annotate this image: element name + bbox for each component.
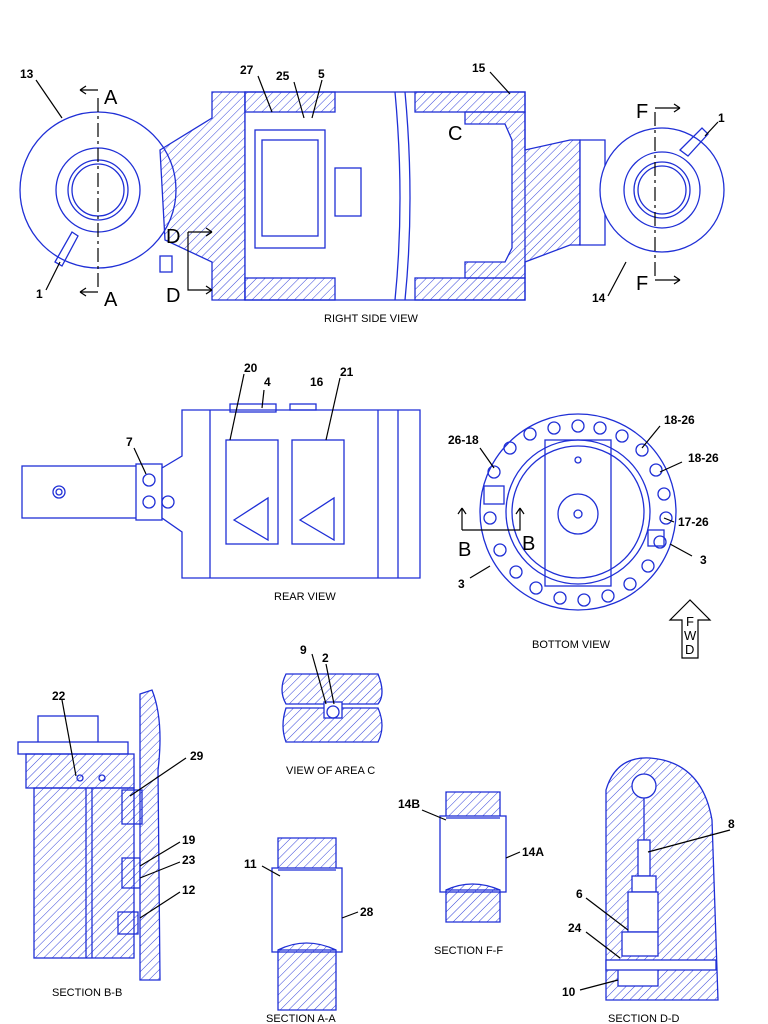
section-letters-bottom: B B [458, 533, 535, 561]
caption-view-of-area-c: VIEW OF AREA C [286, 765, 375, 777]
callout-label: 14A [522, 845, 544, 859]
fwd-letter: F [686, 614, 694, 629]
callout-label: 3 [458, 577, 465, 591]
callout-label: 28 [360, 905, 374, 919]
section-bb [17, 689, 187, 981]
callout-label: 8 [728, 817, 735, 831]
callout-label: 7 [126, 435, 133, 449]
callout-label: 14 [592, 291, 606, 305]
callout-label: 19 [182, 833, 196, 847]
section-letter: D [166, 285, 180, 307]
callout-label: 21 [340, 365, 354, 379]
section-letter: A [104, 289, 118, 311]
callouts-section-bb: 22 29 19 23 12 [52, 689, 204, 897]
section-letter: B [522, 533, 535, 555]
callout-label: 23 [182, 853, 196, 867]
section-letter: F [636, 273, 648, 295]
callouts-right-side: 13 27 25 5 15 1 1 14 [20, 61, 725, 305]
section-aa [261, 837, 359, 1011]
decal-left [225, 439, 279, 545]
callout-label: 3 [700, 553, 707, 567]
view-of-area-c [281, 653, 383, 743]
callout-label: 1 [36, 287, 43, 301]
callout-label: 26-18 [448, 433, 479, 447]
callout-label: 6 [576, 887, 583, 901]
callout-label: 4 [264, 375, 271, 389]
section-letter: F [636, 101, 648, 123]
callout-label: 29 [190, 749, 204, 763]
callout-label: 2 [322, 651, 329, 665]
caption-section-dd: SECTION D-D [608, 1013, 680, 1024]
right-side-view [19, 71, 725, 301]
callout-label: 5 [318, 67, 325, 81]
callout-label: 25 [276, 69, 290, 83]
callout-label: 18-26 [664, 413, 695, 427]
caption-rear-view: REAR VIEW [274, 591, 336, 603]
fwd-letter: W [684, 628, 697, 643]
right-rod-eye [599, 127, 725, 253]
callout-label: 18-26 [688, 451, 719, 465]
callout-label: 16 [310, 375, 324, 389]
callout-label: 15 [472, 61, 486, 75]
section-ff [421, 791, 521, 923]
callout-label: 1 [718, 111, 725, 125]
section-letter: D [166, 226, 180, 248]
forward-arrow [668, 599, 712, 659]
bottom-flange [479, 413, 677, 611]
rear-view [21, 373, 421, 579]
section-dd [579, 757, 731, 1001]
caption-section-aa: SECTION A-A [266, 1013, 336, 1024]
callout-label: 27 [240, 63, 254, 77]
bottom-view [457, 413, 712, 659]
caption-section-bb: SECTION B-B [52, 987, 122, 999]
flange-bolt-circle [483, 419, 673, 607]
section-letter: C [448, 123, 462, 145]
callouts-rear: 20 4 16 21 7 [126, 361, 354, 449]
callout-label: 17-26 [678, 515, 709, 529]
callouts-section-ff: 14B 14A [398, 797, 544, 859]
fwd-letter: D [685, 642, 694, 657]
callout-label: 12 [182, 883, 196, 897]
callouts-area-c: 9 2 [300, 643, 329, 665]
callout-label: 14B [398, 797, 420, 811]
decal-right [291, 439, 345, 545]
callout-label: 22 [52, 689, 66, 703]
callout-label: 11 [244, 857, 257, 871]
callouts-bottom: 26-18 18-26 18-26 17-26 3 3 [448, 413, 719, 591]
section-letter: A [104, 87, 118, 109]
callout-label: 10 [562, 985, 576, 999]
caption-right-side-view: RIGHT SIDE VIEW [324, 313, 419, 325]
section-letter: B [458, 539, 471, 561]
caption-section-ff: SECTION F-F [434, 945, 503, 957]
callout-label: 20 [244, 361, 258, 375]
callout-label: 9 [300, 643, 307, 657]
cylinder-head-hatched [159, 91, 246, 301]
fwd-label: F W D [684, 614, 697, 657]
callout-label: 13 [20, 67, 34, 81]
caption-bottom-view: BOTTOM VIEW [532, 639, 611, 651]
callouts-section-aa: 11 28 [244, 857, 374, 919]
callouts-section-dd: 8 6 24 10 [562, 817, 735, 999]
callout-label: 24 [568, 921, 582, 935]
section-letters-right-side: A A C D D F F [104, 87, 648, 311]
